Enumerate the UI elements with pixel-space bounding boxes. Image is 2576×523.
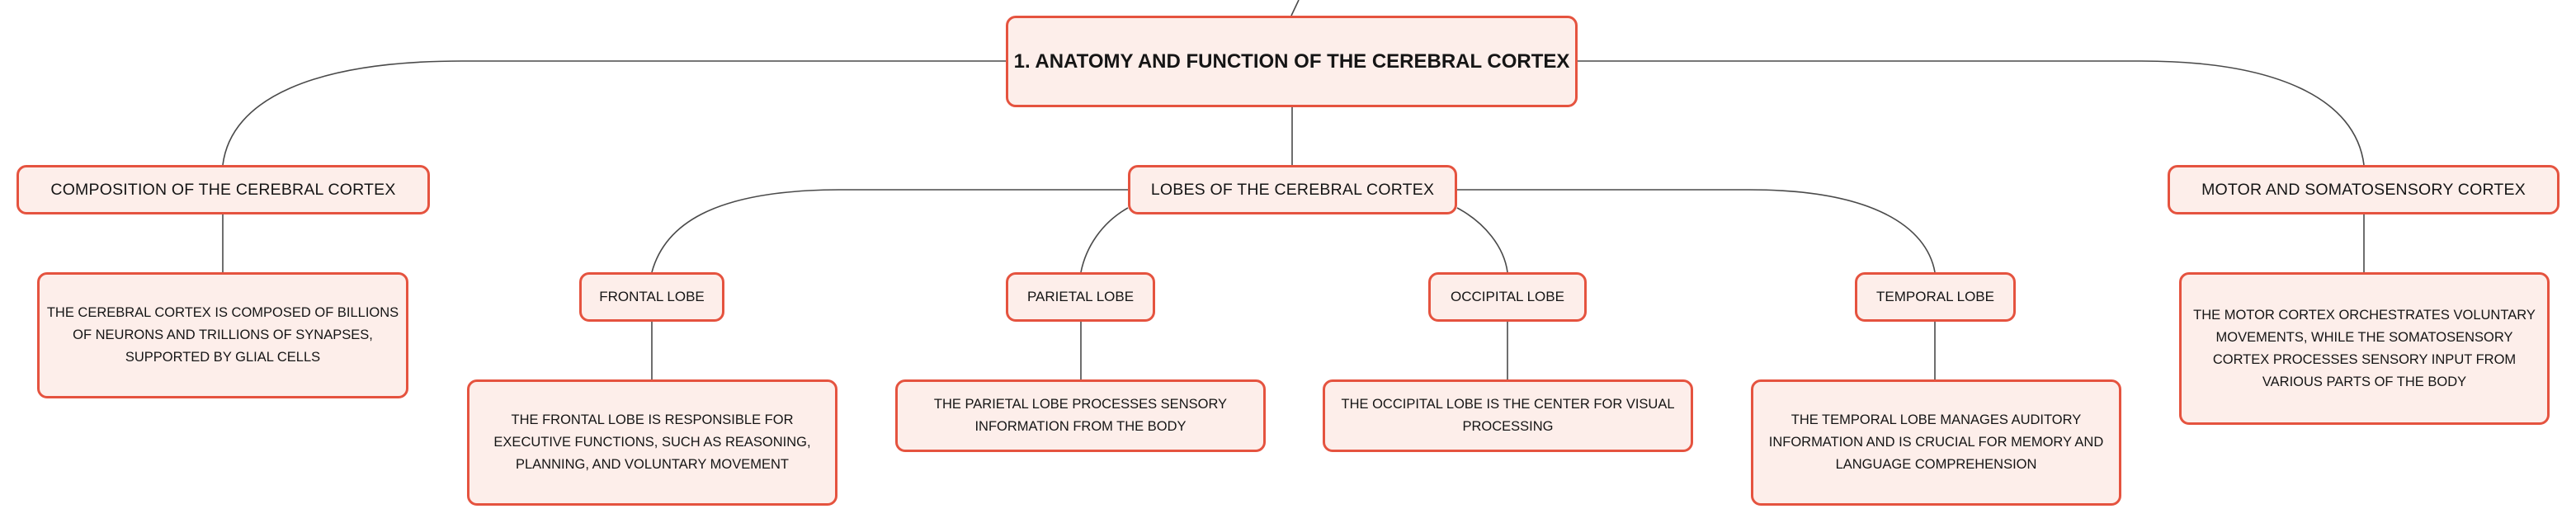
occipital-lobe-detail-node[interactable]: THE OCCIPITAL LOBE IS THE CENTER FOR VIS… <box>1323 379 1693 452</box>
parietal-lobe-label: PARIETAL LOBE <box>1026 289 1135 304</box>
connector-root-to-composition <box>222 60 1006 166</box>
parietal-lobe-node[interactable]: PARIETAL LOBE <box>1006 272 1155 322</box>
occipital-lobe-node[interactable]: OCCIPITAL LOBE <box>1428 272 1587 322</box>
temporal-lobe-detail-text: THE TEMPORAL LOBE MANAGES AUDITORY INFOR… <box>1768 412 2104 472</box>
occipital-lobe-detail-text: THE OCCIPITAL LOBE IS THE CENTER FOR VIS… <box>1341 397 1675 434</box>
connector-lobes-to-occipital <box>1456 207 1508 273</box>
frontal-lobe-node[interactable]: FRONTAL LOBE <box>579 272 724 322</box>
composition-node-label: COMPOSITION OF THE CEREBRAL CORTEX <box>50 180 396 199</box>
motor-detail-text: THE MOTOR CORTEX ORCHESTRATES VOLUNTARY … <box>2193 307 2536 389</box>
temporal-lobe-label: TEMPORAL LOBE <box>1876 289 1994 304</box>
root-node-label: 1. ANATOMY AND FUNCTION OF THE CEREBRAL … <box>1013 49 1570 73</box>
connector-parent-to-root <box>1290 0 1300 16</box>
root-node[interactable]: 1. ANATOMY AND FUNCTION OF THE CEREBRAL … <box>1006 16 1578 107</box>
parietal-lobe-detail-node[interactable]: THE PARIETAL LOBE PROCESSES SENSORY INFO… <box>895 379 1266 452</box>
frontal-lobe-detail-text: THE FRONTAL LOBE IS RESPONSIBLE FOR EXEC… <box>493 412 811 472</box>
lobes-node-label: LOBES OF THE CEREBRAL CORTEX <box>1150 180 1435 199</box>
composition-detail-node[interactable]: THE CEREBRAL CORTEX IS COMPOSED OF BILLI… <box>37 272 408 398</box>
connector-lobes-to-frontal <box>651 189 1128 273</box>
occipital-lobe-label: OCCIPITAL LOBE <box>1451 289 1564 304</box>
composition-node[interactable]: COMPOSITION OF THE CEREBRAL CORTEX <box>17 165 430 214</box>
connector-lobes-to-temporal <box>1457 189 1936 273</box>
motor-detail-node[interactable]: THE MOTOR CORTEX ORCHESTRATES VOLUNTARY … <box>2179 272 2550 425</box>
connector-lobes-to-parietal <box>1080 207 1129 273</box>
lobes-node[interactable]: LOBES OF THE CEREBRAL CORTEX <box>1128 165 1457 214</box>
temporal-lobe-detail-node[interactable]: THE TEMPORAL LOBE MANAGES AUDITORY INFOR… <box>1751 379 2121 506</box>
frontal-lobe-detail-node[interactable]: THE FRONTAL LOBE IS RESPONSIBLE FOR EXEC… <box>467 379 837 506</box>
motor-node-label: MOTOR AND SOMATOSENSORY CORTEX <box>2201 180 2526 199</box>
motor-node[interactable]: MOTOR AND SOMATOSENSORY CORTEX <box>2168 165 2559 214</box>
composition-detail-text: THE CEREBRAL CORTEX IS COMPOSED OF BILLI… <box>46 305 399 365</box>
parietal-lobe-detail-text: THE PARIETAL LOBE PROCESSES SENSORY INFO… <box>933 397 1228 434</box>
connector-root-to-motor <box>1578 60 2365 166</box>
temporal-lobe-node[interactable]: TEMPORAL LOBE <box>1855 272 2016 322</box>
frontal-lobe-label: FRONTAL LOBE <box>599 289 705 304</box>
